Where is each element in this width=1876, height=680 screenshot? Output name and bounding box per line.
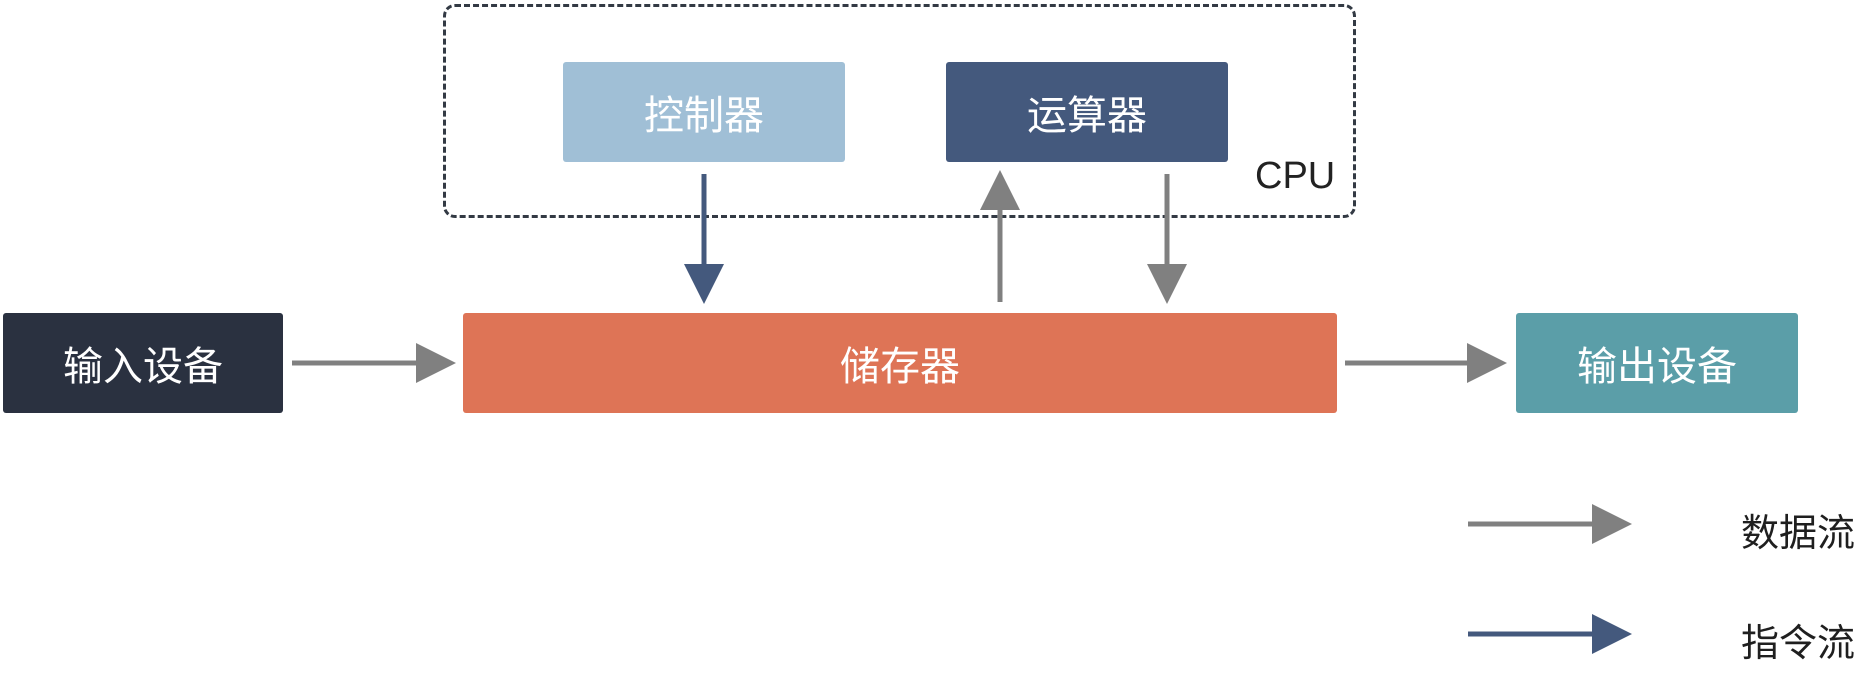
cpu-boundary [443, 4, 1356, 218]
legend-data-flow-label: 数据流 [1741, 511, 1856, 555]
controller-label: 控制器 [644, 93, 764, 139]
input-device-node: 输入设备 [3, 313, 283, 413]
memory-label: 储存器 [840, 344, 960, 390]
cpu-label: CPU [1255, 155, 1336, 197]
alu-node: 运算器 [946, 62, 1228, 162]
legend-instruction-flow-label: 指令流 [1741, 621, 1856, 665]
memory-node: 储存器 [463, 313, 1337, 413]
controller-node: 控制器 [563, 62, 845, 162]
output-device-label: 输出设备 [1577, 344, 1737, 390]
output-device-node: 输出设备 [1516, 313, 1798, 413]
input-device-label: 输入设备 [63, 344, 223, 390]
alu-label: 运算器 [1027, 93, 1147, 139]
